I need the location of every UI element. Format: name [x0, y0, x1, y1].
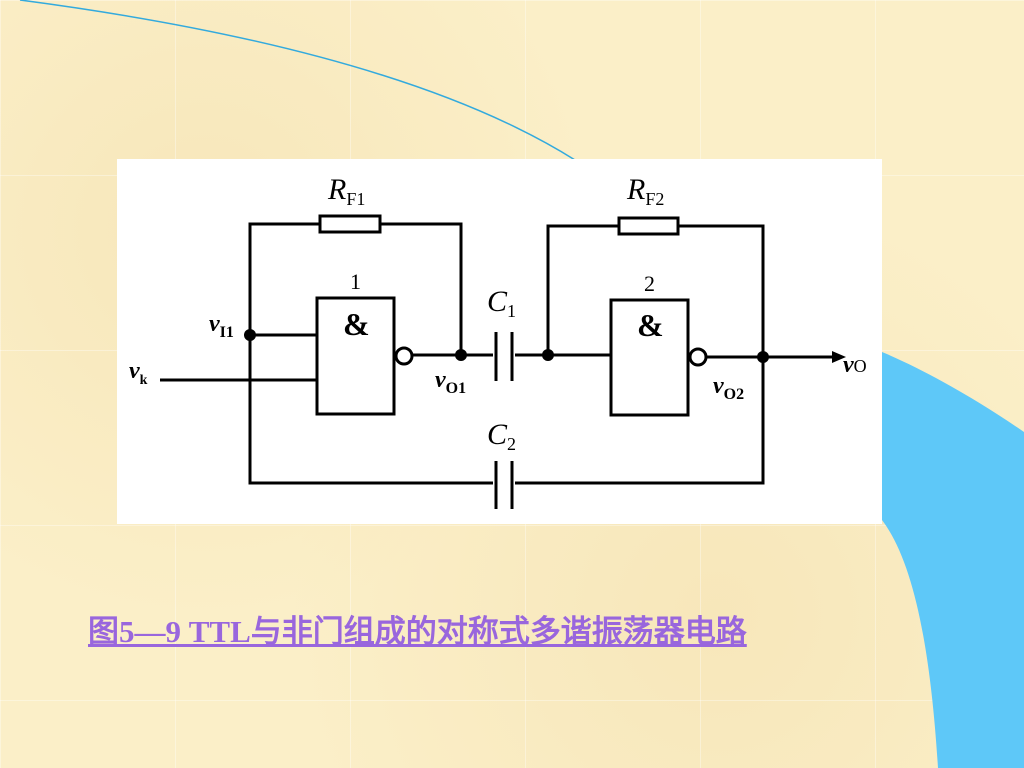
- gate-2-body: [609, 298, 690, 417]
- gate-1-inversion-bubble: [394, 346, 414, 366]
- circuit-schematic: RF1 RF2 C1 C2 1 2 & & vI1 vk vO1 vO2 vO: [129, 173, 867, 509]
- figure-caption-link[interactable]: 图5—9 TTL与非门组成的对称式多谐振荡器电路: [88, 614, 747, 649]
- decorative-arc-line: [19, 0, 576, 161]
- rf2-label: RF2: [626, 173, 664, 209]
- wire-rf1-loop: [248, 222, 320, 335]
- vo1-label: vO1: [435, 367, 466, 397]
- resistor-rf1-body: [318, 214, 382, 234]
- gate-2-and-symbol: &: [637, 307, 664, 343]
- wire-rf2-left: [546, 224, 619, 355]
- wire-rf2-right: [678, 224, 765, 357]
- junction-vo1: [455, 349, 467, 361]
- gate-2-number: 2: [644, 271, 655, 296]
- output-arrow: [832, 351, 846, 363]
- gate-2-inversion-bubble: [688, 347, 708, 367]
- rf1-label: RF1: [327, 173, 365, 209]
- wire-c2-right: [515, 357, 765, 485]
- junction-vo2: [757, 351, 769, 363]
- wire-c2-left: [248, 335, 493, 485]
- junction-c1-gate2: [542, 349, 554, 361]
- c1-label: C1: [487, 285, 516, 321]
- gate-1-number: 1: [350, 269, 361, 294]
- gate-1-body: [315, 296, 396, 416]
- circuit-diagram: RF1 RF2 C1 C2 1 2 & & vI1 vk vO1 vO2 vO: [117, 159, 882, 524]
- vi1-label: vI1: [209, 311, 234, 341]
- vk-label: vk: [129, 358, 148, 388]
- junction-vi1: [244, 329, 256, 341]
- vo2-label: vO2: [713, 373, 744, 403]
- vo-label: vO: [843, 352, 867, 378]
- c2-label: C2: [487, 418, 516, 454]
- wire-rf1-right: [380, 222, 463, 355]
- resistor-rf2-body: [617, 216, 680, 236]
- decorative-blue-shape: [882, 352, 1024, 768]
- gate-1-and-symbol: &: [343, 306, 370, 342]
